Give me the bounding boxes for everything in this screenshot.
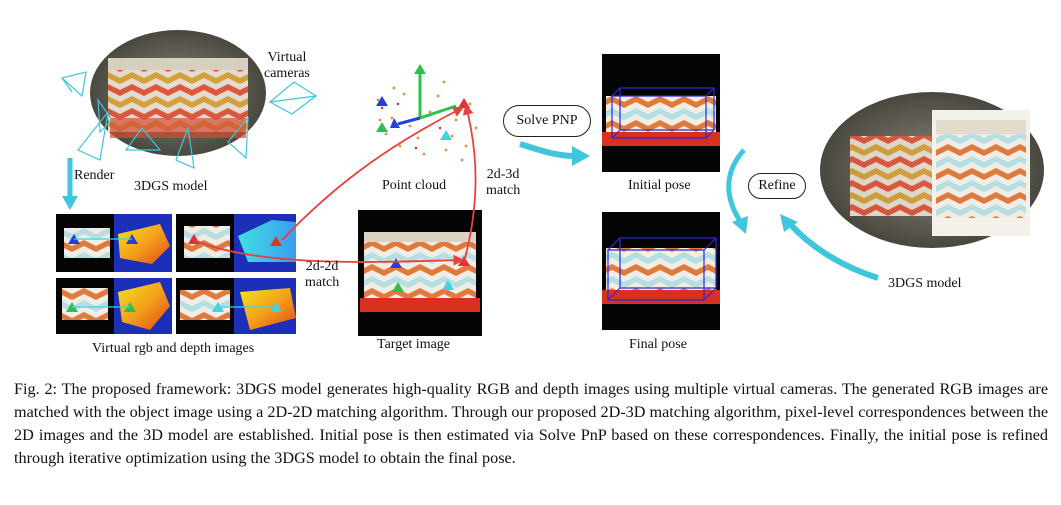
virtual-images-grid (56, 214, 296, 334)
match-lines (193, 103, 477, 266)
2d-3d-line1: 2d-3d (486, 167, 520, 182)
virtual-cameras-line1: Virtual (267, 50, 307, 65)
refine-arrow (726, 148, 746, 226)
initial-pose-image (602, 54, 720, 172)
target-image (358, 210, 482, 336)
caption-lead: Fig. 2: (14, 380, 58, 398)
3dgs-model-right (820, 92, 1044, 248)
point-cloud (376, 64, 478, 162)
framework-diagram (56, 30, 1044, 336)
target-image-label: Target image (377, 337, 451, 352)
virtual-cameras-label: Virtual cameras (264, 50, 310, 82)
render-label: Render (74, 168, 115, 183)
final-pose-image (602, 212, 720, 330)
solve-pnp-arrow (519, 141, 577, 159)
2d-3d-match-label: 2d-3d match (486, 167, 520, 199)
virtual-image-markers (66, 234, 282, 312)
figure-caption: Fig. 2: The proposed framework: 3DGS mod… (14, 378, 1048, 470)
3dgs-model-left-label: 3DGS model (134, 179, 208, 194)
solve-pnp-label: Solve PNP (503, 105, 591, 137)
caption-text: The proposed framework: 3DGS model gener… (14, 380, 1049, 467)
3dgs-model-left (90, 30, 266, 156)
2d-2d-line2: match (305, 275, 340, 290)
final-pose-label: Final pose (629, 337, 687, 352)
2d-2d-match-label: 2d-2d match (305, 259, 339, 291)
2d-3d-line2: match (486, 183, 521, 198)
model-to-refine-arrow (787, 221, 879, 281)
2d-2d-line1: 2d-2d (305, 259, 339, 274)
initial-pose-label: Initial pose (628, 178, 691, 193)
virtual-cameras-line2: cameras (264, 66, 310, 81)
refine-label: Refine (748, 173, 806, 199)
virtual-images-label: Virtual rgb and depth images (92, 341, 255, 356)
3dgs-model-right-label: 3DGS model (888, 276, 962, 291)
virtual-camera-frustums (60, 71, 318, 169)
point-cloud-label: Point cloud (382, 178, 447, 193)
model-box-top (108, 58, 248, 70)
framework-figure: Virtual cameras Render 3DGS model Point … (56, 30, 1044, 356)
